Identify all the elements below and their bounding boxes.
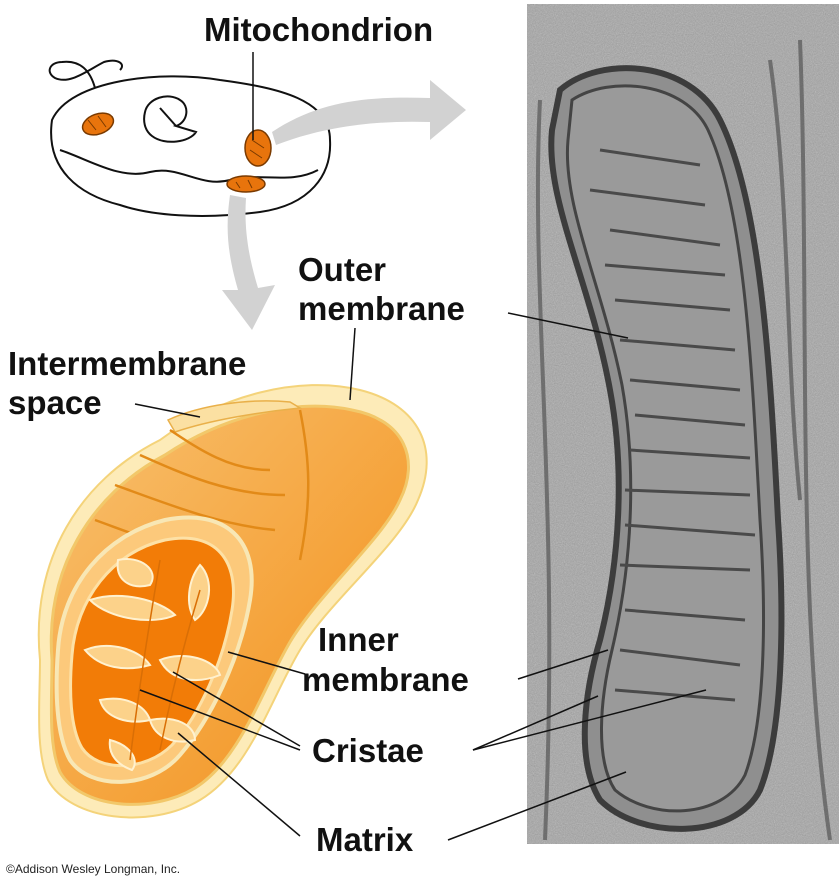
title-mitochondrion: Mitochondrion — [204, 12, 433, 48]
arrow-to-diagram — [222, 195, 275, 330]
copyright-notice: ©Addison Wesley Longman, Inc. — [6, 862, 180, 876]
label-matrix: Matrix — [316, 822, 413, 858]
label-outer-membrane-line1: Outer — [298, 252, 386, 288]
label-intermembrane-line2: space — [8, 385, 102, 421]
label-intermembrane-line1: Intermembrane — [8, 346, 246, 382]
label-inner-membrane-line1: Inner — [318, 622, 399, 658]
label-cristae: Cristae — [312, 733, 424, 769]
label-inner-membrane-line2: membrane — [302, 662, 469, 698]
label-outer-membrane-line2: membrane — [298, 291, 465, 327]
electron-micrograph — [527, 4, 839, 844]
small-mitochondrion-3 — [227, 176, 265, 192]
small-mitochondrion-2 — [245, 130, 271, 166]
